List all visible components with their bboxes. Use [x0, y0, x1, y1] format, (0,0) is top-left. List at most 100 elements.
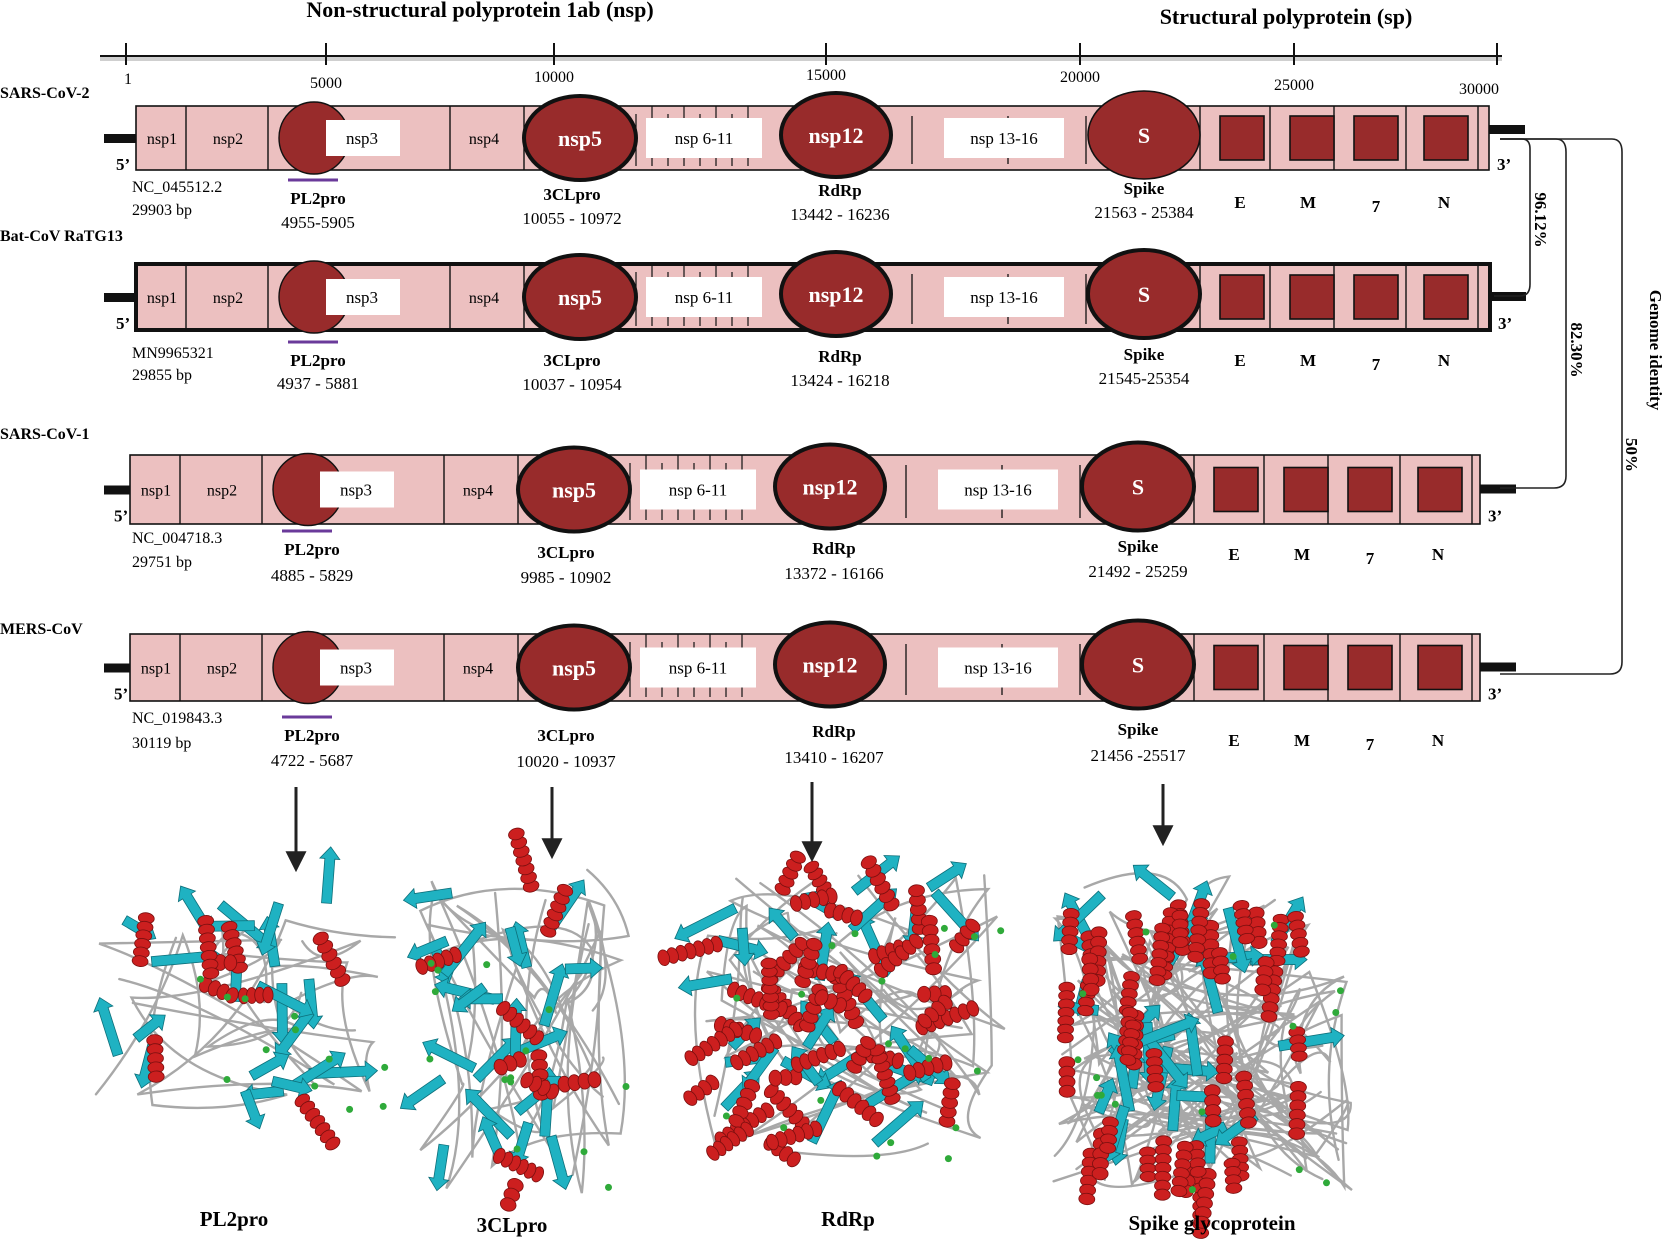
- structural-gene-label: M: [1294, 731, 1310, 750]
- segment-s: S: [1132, 653, 1144, 678]
- five-prime-tail: [104, 134, 136, 143]
- segment-nsp2: nsp2: [213, 290, 243, 307]
- sp-title: Structural polyprotein (sp): [1160, 4, 1413, 29]
- clpro-label: 3CLpro: [543, 185, 600, 204]
- nsp13-16-box: [944, 118, 1064, 158]
- pl2pro-label: PL2pro: [290, 351, 345, 370]
- structural-gene-label: M: [1300, 351, 1316, 370]
- identity-sars1: 82.30%: [1567, 322, 1586, 377]
- nsp3-box: [320, 649, 394, 686]
- tick-label: 15000: [806, 67, 846, 84]
- protein-structures: [93, 827, 1353, 1239]
- pl2pro-range: 4955-5905: [281, 213, 355, 232]
- genome-length: 29903 bp: [132, 202, 192, 219]
- clpro-range: 10020 - 10937: [516, 752, 616, 771]
- spike-label: Spike: [1124, 179, 1165, 198]
- identity-brackets: [1494, 138, 1623, 675]
- tick-label: 10000: [534, 69, 574, 86]
- structural-gene-box: [1213, 644, 1259, 691]
- segment-nsp12: nsp12: [808, 123, 863, 148]
- structural-gene-box: [1219, 274, 1265, 320]
- structural-gene-box: [1347, 466, 1393, 513]
- spike-structure: [1052, 864, 1353, 1239]
- segment-nsp3: nsp3: [346, 288, 378, 307]
- segment-s: S: [1138, 123, 1150, 148]
- segment-nsp1: nsp1: [141, 483, 171, 500]
- spike-label: Spike: [1118, 537, 1159, 556]
- segment-nsp5: nsp5: [552, 656, 596, 681]
- structural-gene-label: M: [1300, 193, 1316, 212]
- nsp13-16-box: [944, 277, 1064, 317]
- segment-nsp5: nsp5: [552, 478, 596, 503]
- structure-caption-pl2pro: PL2pro: [200, 1207, 268, 1231]
- nsp12-oval: [779, 91, 893, 179]
- spike-oval: [1086, 248, 1202, 340]
- structural-gene-box: [1423, 274, 1469, 320]
- structure-caption-3clpro: 3CLpro: [477, 1213, 548, 1237]
- structural-gene-box: [1283, 644, 1329, 691]
- genome-name: Bat-CoV RaTG13: [0, 228, 123, 245]
- segment-nsp5: nsp5: [558, 126, 602, 151]
- segment-nsp3: nsp3: [340, 659, 372, 678]
- nsp6-11-box: [640, 647, 756, 688]
- pl2pro-label: PL2pro: [284, 726, 339, 745]
- structural-gene-label: E: [1234, 193, 1245, 212]
- segment-nsp1: nsp1: [147, 131, 177, 148]
- nsp5-oval: [522, 253, 638, 341]
- structure-arrows: [285, 782, 1174, 873]
- structural-gene-box: [1213, 466, 1259, 513]
- segment-nsp3: nsp3: [340, 481, 372, 500]
- nsp3-box: [326, 120, 400, 156]
- segment-nsp13-16: nsp 13-16: [964, 659, 1032, 678]
- segment-nsp2: nsp2: [207, 483, 237, 500]
- spike-oval: [1087, 90, 1201, 180]
- segment-nsp1: nsp1: [147, 290, 177, 307]
- rdrp-range: 13372 - 16166: [784, 564, 883, 583]
- nsp13-16-box: [938, 469, 1058, 510]
- tick-label: 30000: [1459, 81, 1499, 98]
- nsp12-oval: [779, 250, 893, 338]
- accession: MN9965321: [132, 345, 214, 362]
- five-prime-tail: [104, 663, 130, 673]
- three-prime-label: 3’: [1488, 507, 1502, 526]
- structure-caption-rdrp: RdRp: [821, 1207, 875, 1231]
- position-ruler: [100, 43, 1502, 65]
- clpro-range: 9985 - 10902: [521, 568, 612, 587]
- structural-gene-box: [1283, 466, 1329, 513]
- three-prime-label: 3’: [1497, 155, 1511, 174]
- nsp6-11-box: [646, 277, 762, 317]
- three-prime-tail: [1489, 125, 1525, 134]
- segment-nsp6-11: nsp 6-11: [669, 659, 727, 678]
- segment-nsp13-16: nsp 13-16: [964, 481, 1032, 500]
- spike-range: 21456 -25517: [1091, 746, 1186, 765]
- pl2pro-range: 4937 - 5881: [277, 374, 359, 393]
- spike-label: Spike: [1118, 720, 1159, 739]
- pl2pro-range: 4885 - 5829: [271, 566, 353, 585]
- spike-label: Spike: [1124, 345, 1165, 364]
- structural-gene-label: N: [1438, 351, 1451, 370]
- spike-range: 21492 - 25259: [1088, 562, 1187, 581]
- segment-nsp6-11: nsp 6-11: [675, 129, 733, 148]
- tick-label: 25000: [1274, 77, 1314, 94]
- rdrp-label: RdRp: [818, 347, 861, 366]
- 3clpro-structure: [399, 827, 631, 1212]
- nsp6-11-box: [646, 118, 762, 158]
- structural-gene-label: 7: [1366, 549, 1375, 568]
- nsp-title: Non-structural polyprotein 1ab (nsp): [306, 0, 653, 22]
- identity-mers: 50%: [1622, 438, 1641, 472]
- structural-gene-label: N: [1432, 731, 1445, 750]
- accession: NC_004718.3: [132, 530, 222, 547]
- structural-gene-label: M: [1294, 545, 1310, 564]
- clpro-range: 10037 - 10954: [522, 375, 622, 394]
- structural-gene-label: E: [1228, 731, 1239, 750]
- nsp3-box: [326, 279, 400, 315]
- tick-label: 20000: [1060, 69, 1100, 86]
- rdrp-label: RdRp: [818, 181, 861, 200]
- structural-gene-box: [1417, 644, 1463, 691]
- segment-nsp12: nsp12: [808, 282, 863, 307]
- segment-nsp13-16: nsp 13-16: [970, 129, 1038, 148]
